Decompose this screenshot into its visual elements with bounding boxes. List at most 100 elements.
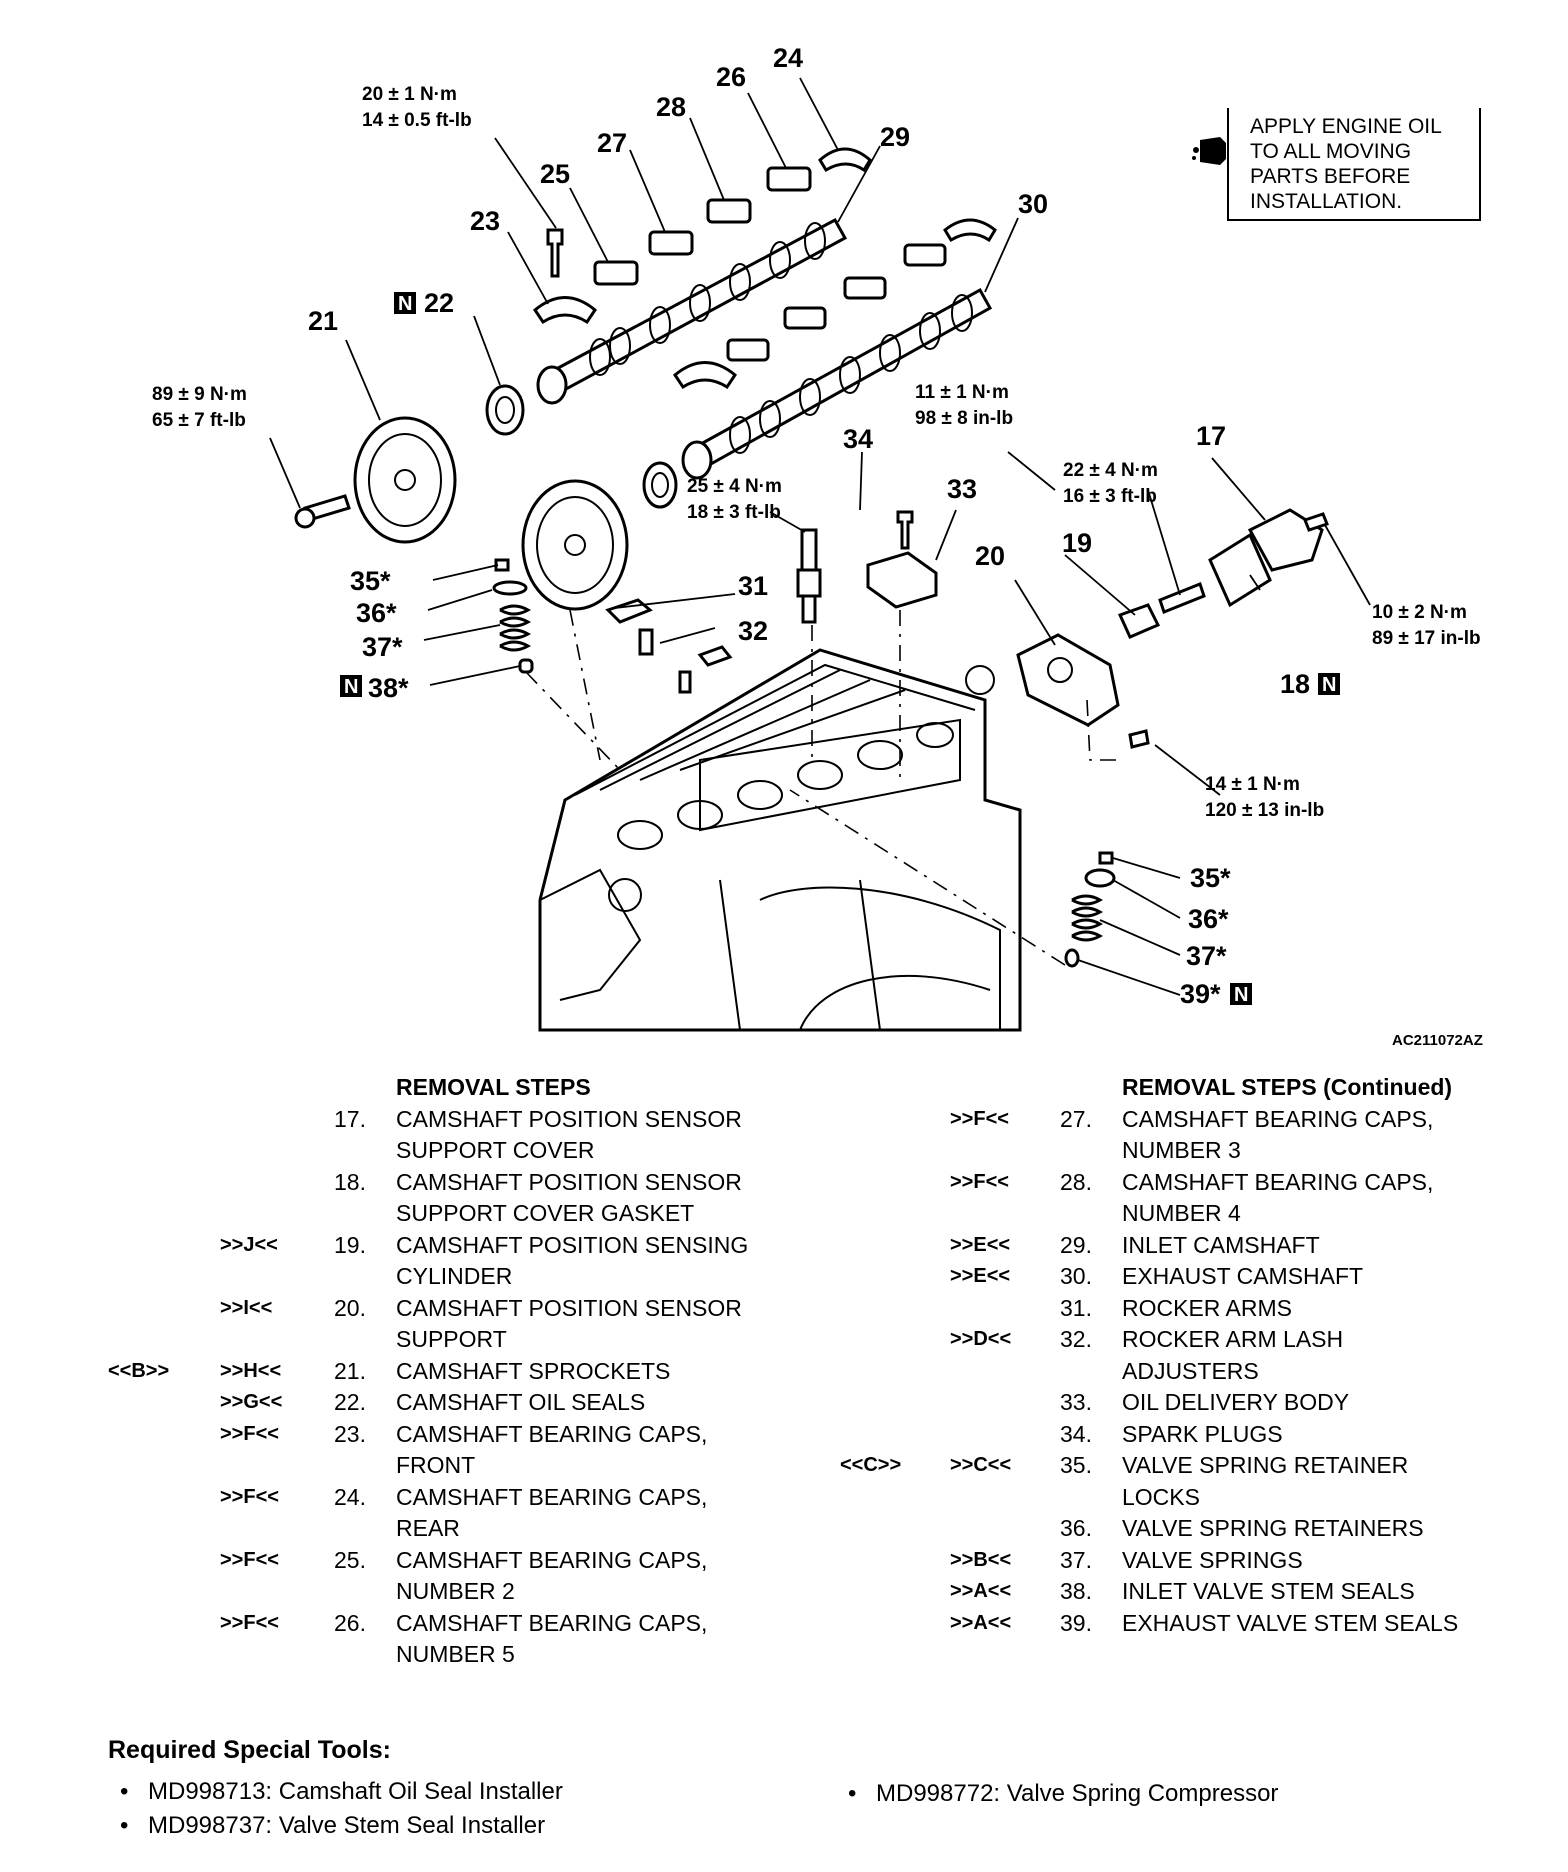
step-description: LOCKS xyxy=(1122,1483,1200,1510)
step-install-ref: >>F<< xyxy=(220,1548,279,1571)
callout-36-inlet: 36* xyxy=(356,598,397,628)
step-install-ref: >>A<< xyxy=(950,1611,1012,1634)
step-description: CAMSHAFT OIL SEALS xyxy=(396,1389,646,1415)
step-description: EXHAUST CAMSHAFT xyxy=(1122,1263,1364,1289)
callout-21: 21 xyxy=(308,306,338,336)
callout-38: 38* xyxy=(368,673,409,703)
new-part-mark-22: N xyxy=(398,293,412,315)
illustration-reference-code: AC211072AZ xyxy=(1392,1032,1483,1049)
step-number: 24. xyxy=(334,1483,366,1510)
tool-item: •MD998713: Camshaft Oil Seal Installer xyxy=(120,1778,563,1806)
step-install-ref: >>A<< xyxy=(950,1580,1012,1602)
callout-36-exhaust: 36* xyxy=(1188,904,1229,934)
camshaft-position-sensor-assembly xyxy=(1016,508,1329,749)
callout-37-inlet: 37* xyxy=(362,632,403,662)
callout-27: 27 xyxy=(597,128,627,158)
step-description: ROCKER ARM LASH xyxy=(1122,1326,1344,1352)
inlet-camshaft xyxy=(536,217,848,405)
oil-delivery-bolt xyxy=(896,510,914,550)
step-description: SUPPORT COVER xyxy=(396,1137,595,1163)
torque-21-nm: 89 ± 9 N·m xyxy=(152,384,247,405)
bearing-cap-number-2 xyxy=(593,260,639,286)
step-procedure-ref: <<C>> xyxy=(840,1454,902,1476)
step-install-ref: >>D<< xyxy=(950,1328,1012,1350)
step-number: 28. xyxy=(1060,1168,1092,1195)
callout-35-inlet: 35* xyxy=(350,566,391,596)
step-install-ref: >>H<< xyxy=(220,1359,282,1382)
support-cover xyxy=(1247,508,1324,572)
step-description: CAMSHAFT POSITION SENSOR xyxy=(396,1168,742,1195)
step-install-ref: >>E<< xyxy=(950,1265,1011,1287)
step-number: 33. xyxy=(1060,1389,1092,1415)
step-description: CAMSHAFT BEARING CAPS, xyxy=(396,1546,708,1573)
step-description: EXHAUST VALVE STEM SEALS xyxy=(1122,1609,1459,1636)
rocker-arm xyxy=(605,598,653,624)
step-number: 20. xyxy=(334,1294,366,1321)
step-number: 29. xyxy=(1060,1231,1092,1258)
note-line-2: TO ALL MOVING xyxy=(1250,140,1411,163)
spark-plug xyxy=(796,528,822,624)
assembly-center-lines xyxy=(525,609,1122,966)
step-install-ref: >>J<< xyxy=(220,1233,278,1256)
new-part-mark-18: N xyxy=(1322,674,1336,696)
step-description: NUMBER 4 xyxy=(1122,1200,1241,1226)
tool-label: MD998772: Valve Spring Compressor xyxy=(876,1780,1279,1807)
step-number: 35. xyxy=(1060,1452,1092,1478)
removal-steps-title: REMOVAL STEPS xyxy=(396,1074,591,1100)
torque-19-ftlb: 16 ± 3 ft-lb xyxy=(1063,486,1157,507)
torque-20-inlb: 120 ± 13 in-lb xyxy=(1205,800,1324,821)
step-number: 18. xyxy=(334,1168,366,1195)
lash-adjuster xyxy=(638,628,654,656)
step-description: CAMSHAFT POSITION SENSOR xyxy=(396,1294,742,1321)
callout-26: 26 xyxy=(716,62,746,92)
torque-17-nm: 10 ± 2 N·m xyxy=(1372,602,1467,623)
torque-20-nm: 14 ± 1 N·m xyxy=(1205,774,1300,795)
step-description: FRONT xyxy=(396,1452,476,1478)
bullet-icon: • xyxy=(120,1778,129,1805)
callout-20: 20 xyxy=(975,541,1005,571)
torque-34-nm: 25 ± 4 N·m xyxy=(687,476,782,497)
step-description: CAMSHAFT BEARING CAPS, xyxy=(396,1483,708,1510)
step-description: INLET CAMSHAFT xyxy=(1122,1231,1320,1258)
step-number: 32. xyxy=(1060,1326,1092,1352)
step-description: NUMBER 3 xyxy=(1122,1137,1241,1163)
step-number: 27. xyxy=(1060,1105,1092,1132)
step-number: 22. xyxy=(334,1389,366,1415)
step-description: CAMSHAFT SPROCKETS xyxy=(396,1357,671,1384)
callout-25: 25 xyxy=(540,159,570,189)
callout-32: 32 xyxy=(738,616,768,646)
torque-33-nm: 11 ± 1 N·m xyxy=(915,382,1009,403)
torque-specs: 20 ± 1 N·m 14 ± 0.5 ft-lb 89 ± 9 N·m 65 … xyxy=(152,84,1481,821)
step-install-ref: >>B<< xyxy=(950,1548,1012,1571)
callout-23: 23 xyxy=(470,206,500,236)
callout-39: 39* xyxy=(1180,979,1221,1009)
bearing-cap-number-5 xyxy=(766,166,812,192)
step-number: 17. xyxy=(334,1105,366,1132)
step-description: NUMBER 5 xyxy=(396,1641,515,1667)
callout-24: 24 xyxy=(773,43,803,73)
callout-33: 33 xyxy=(947,474,977,504)
step-install-ref: >>F<< xyxy=(220,1611,279,1634)
removal-steps-continued-title: REMOVAL STEPS (Continued) xyxy=(1122,1074,1453,1100)
oil-delivery-body xyxy=(866,551,938,609)
step-description: NUMBER 2 xyxy=(396,1578,515,1604)
step-number: 38. xyxy=(1060,1578,1092,1604)
torque-17-inlb: 89 ± 17 in-lb xyxy=(1372,628,1481,649)
step-number: 19. xyxy=(334,1231,366,1258)
callout-22: 22 xyxy=(424,288,454,318)
exhaust-camshaft xyxy=(681,287,993,480)
new-part-box-18 xyxy=(1318,673,1340,695)
note-line-3: PARTS BEFORE xyxy=(1250,165,1410,188)
bearing-cap-front xyxy=(533,296,597,325)
step-install-ref: >>F<< xyxy=(220,1485,279,1508)
step-install-ref: >>F<< xyxy=(220,1422,279,1445)
engine-oil-note: APPLY ENGINE OIL TO ALL MOVING PARTS BEF… xyxy=(1192,108,1481,221)
step-install-ref: >>G<< xyxy=(220,1391,283,1413)
step-description: CAMSHAFT POSITION SENSOR xyxy=(396,1105,742,1132)
step-description: CYLINDER xyxy=(396,1263,513,1289)
step-number: 26. xyxy=(334,1609,366,1636)
bearing-caps xyxy=(533,147,997,390)
new-part-box-38 xyxy=(340,675,362,697)
step-description: CAMSHAFT POSITION SENSING xyxy=(396,1231,749,1258)
callout-19: 19 xyxy=(1062,528,1092,558)
